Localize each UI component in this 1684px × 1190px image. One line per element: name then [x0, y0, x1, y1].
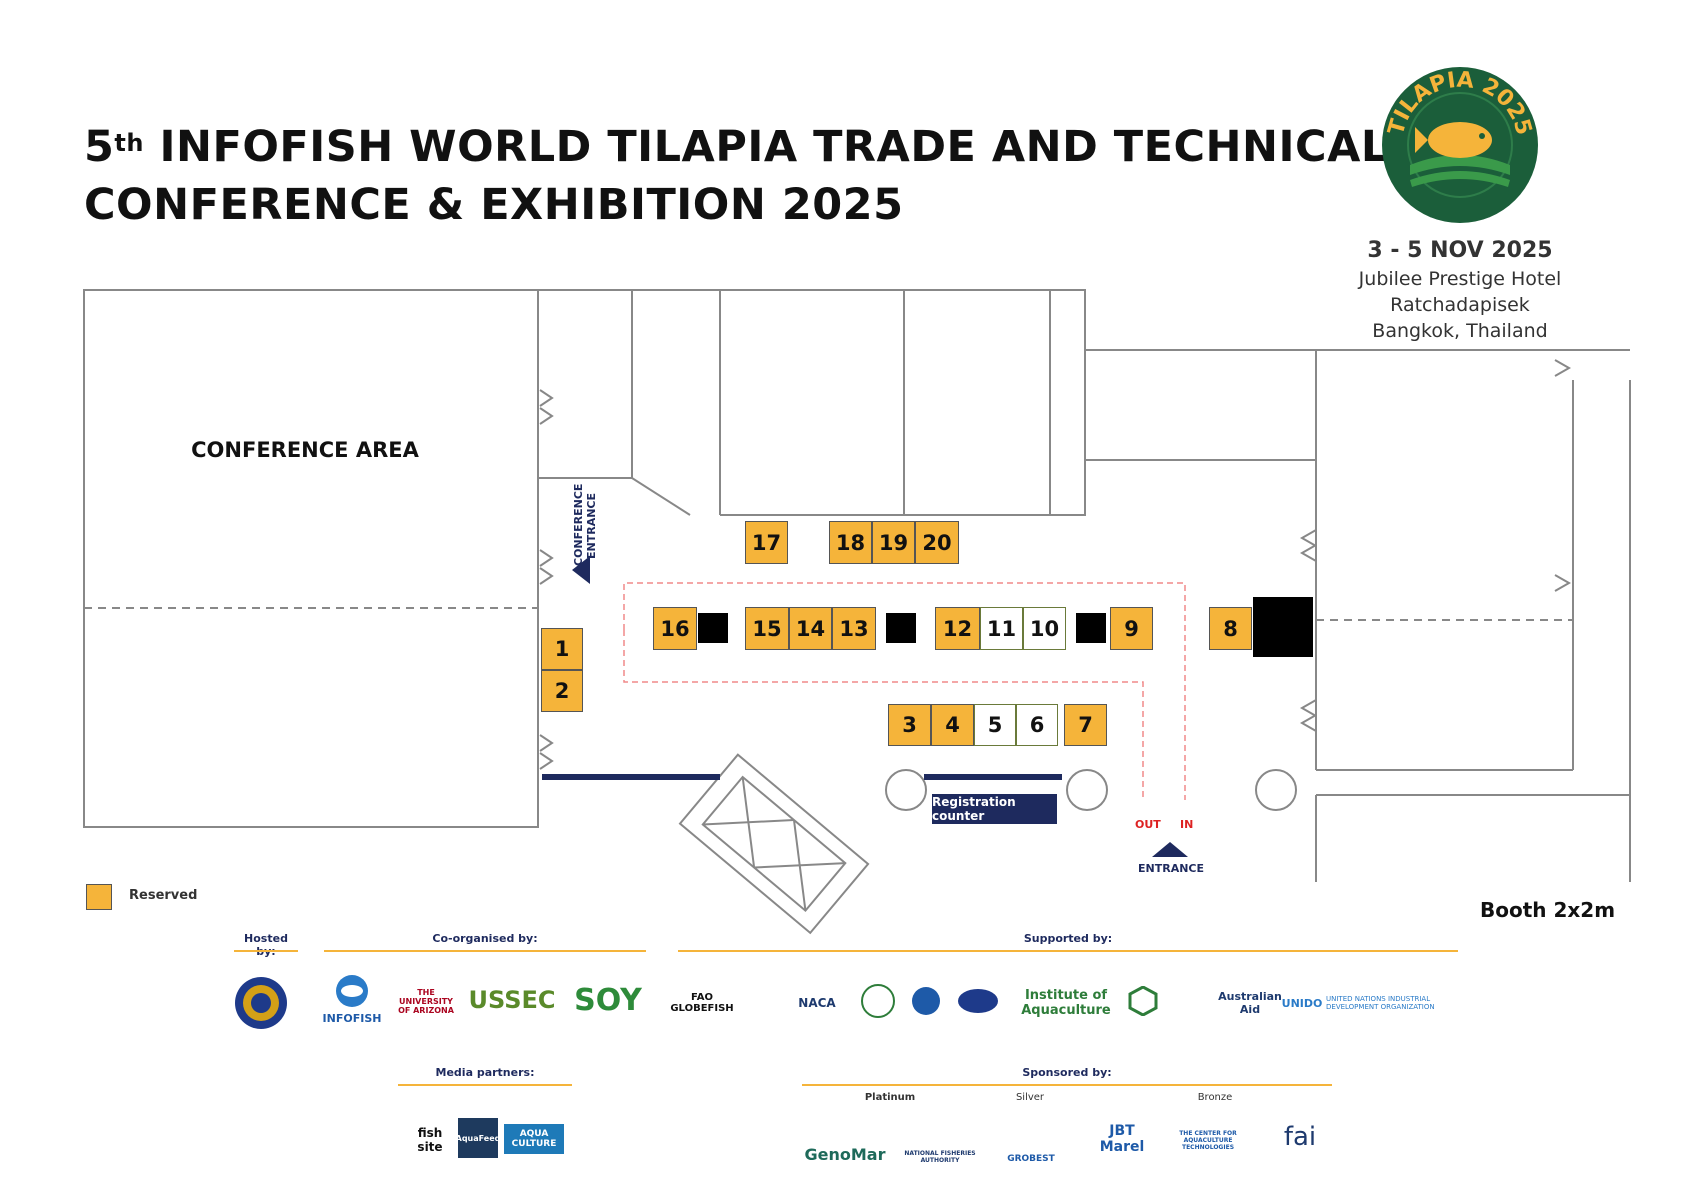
media-aquaculture-logo: AQUA CULTURE	[504, 1124, 564, 1154]
pillar	[1076, 613, 1106, 643]
conference-area-label: CONFERENCE AREA	[191, 438, 419, 462]
pillar	[1253, 597, 1313, 657]
entrance-label: ENTRANCE	[1138, 862, 1204, 875]
booth-18[interactable]: 18	[829, 521, 872, 564]
co-organiser-arizona-logo: THE UNIVERSITY OF ARIZONA	[398, 987, 454, 1015]
sponsored-by-heading: Sponsored by:	[1022, 1066, 1112, 1079]
sponsor-grobest-logo: GROBEST	[1007, 1154, 1055, 1164]
booth-9[interactable]: 9	[1110, 607, 1153, 650]
hosted-by-line	[234, 950, 298, 952]
supporter-unido-text: UNITED NATIONS INDUSTRIAL DEVELOPMENT OR…	[1326, 995, 1435, 1011]
sponsor-nfa-logo: NATIONAL FISHERIES AUTHORITY	[904, 1150, 976, 1164]
fish-icon	[1428, 122, 1492, 158]
booth-19[interactable]: 19	[872, 521, 915, 564]
supporter-aquaculture-logo: Institute of Aquaculture	[1021, 988, 1111, 1018]
booth-11[interactable]: 11	[980, 607, 1023, 650]
supported-by-line	[678, 950, 1458, 952]
legend-reserved-swatch	[86, 884, 112, 910]
co-organised-heading: Co-organised by:	[432, 932, 538, 945]
hosted-by-seal	[235, 977, 287, 1029]
booth-7[interactable]: 7	[1064, 704, 1107, 746]
registration-counter: Registration counter	[932, 794, 1057, 824]
booth-4[interactable]: 4	[931, 704, 974, 746]
booth-14[interactable]: 14	[789, 607, 832, 650]
sponsor-cat-logo: THE CENTER FOR AQUACULTURE TECHNOLOGIES	[1179, 1129, 1237, 1151]
booth-6[interactable]: 6	[1016, 704, 1058, 746]
aciar-icon	[1128, 986, 1158, 1016]
booth-20[interactable]: 20	[915, 521, 959, 564]
tilapia-logo: TILAPIA 2025	[1382, 67, 1538, 223]
title-line-2: CONFERENCE & EXHIBITION 2025	[84, 180, 904, 230]
sponsor-genomar-logo: GenoMar	[804, 1145, 886, 1164]
supporter-unido-logo: UNIDO	[1281, 996, 1323, 1010]
silver-label: Silver	[1015, 1092, 1045, 1103]
sponsor-fai-logo: fai	[1283, 1122, 1317, 1152]
supporter-australian-aid-logo: Australian Aid	[1218, 990, 1282, 1016]
entrance-arrow-icon	[1152, 842, 1188, 857]
sponsor-jbt-marel-logo: JBT Marel	[1099, 1123, 1145, 1155]
legend-reserved-label: Reserved	[129, 888, 198, 903]
supported-by-heading: Supported by:	[1023, 932, 1113, 945]
booth-16[interactable]: 16	[653, 607, 697, 650]
page-title: 5th INFOFISH WORLD TILAPIA TRADE AND TEC…	[84, 118, 1389, 234]
booth-10[interactable]: 10	[1023, 607, 1066, 650]
booth-8[interactable]: 8	[1209, 607, 1252, 650]
co-organiser-infofish-logo: INFOFISH	[322, 1011, 382, 1025]
booth-size-label: Booth 2x2m	[1480, 898, 1616, 922]
supporter-emblem-icon	[861, 984, 998, 1018]
booth-12[interactable]: 12	[935, 607, 980, 650]
media-partners-heading: Media partners:	[435, 1066, 535, 1079]
media-partners-line	[398, 1084, 572, 1086]
infofish-fish-icon	[336, 975, 368, 1007]
booth-5[interactable]: 5	[974, 704, 1016, 746]
event-date: 3 - 5 NOV 2025	[1367, 238, 1553, 263]
booth-13[interactable]: 13	[832, 607, 876, 650]
co-organiser-ussec-logo: USSEC	[468, 986, 556, 1014]
platinum-label: Platinum	[864, 1092, 916, 1103]
pillar	[698, 613, 728, 643]
supporter-fao-globefish-logo: FAO GLOBEFISH	[670, 992, 734, 1014]
media-aquafeed-logo: AquaFeed	[456, 1118, 500, 1158]
booth-17[interactable]: 17	[745, 521, 788, 564]
event-info: 3 - 5 NOV 2025 Jubilee Prestige Hotel Ra…	[1330, 236, 1590, 344]
booth-1[interactable]: 1	[541, 628, 583, 670]
booth-2[interactable]: 2	[541, 670, 583, 712]
conference-entrance-label: CONFERENCE ENTRANCE	[572, 483, 598, 566]
booth-15[interactable]: 15	[745, 607, 789, 650]
title-line-1: 5th INFOFISH WORLD TILAPIA TRADE AND TEC…	[84, 122, 1389, 172]
sponsored-by-line	[802, 1084, 1332, 1086]
media-fishsite-logo: fish site	[417, 1126, 443, 1154]
event-city: Bangkok, Thailand	[1372, 320, 1548, 342]
booth-3[interactable]: 3	[888, 704, 931, 746]
in-label: IN	[1180, 818, 1194, 831]
out-label: OUT	[1135, 818, 1161, 831]
co-organised-line	[324, 950, 646, 952]
pillar	[886, 613, 916, 643]
event-venue: Jubilee Prestige Hotel	[1358, 268, 1562, 290]
supporter-naca-logo: NACA	[798, 996, 836, 1010]
bronze-label: Bronze	[1197, 1092, 1233, 1103]
hosted-by-heading: Hosted by:	[244, 932, 288, 958]
co-organiser-soy-logo: SOY	[574, 982, 642, 1018]
event-area: Ratchadapisek	[1390, 294, 1530, 316]
conference-entrance-arrow-icon	[572, 556, 590, 584]
